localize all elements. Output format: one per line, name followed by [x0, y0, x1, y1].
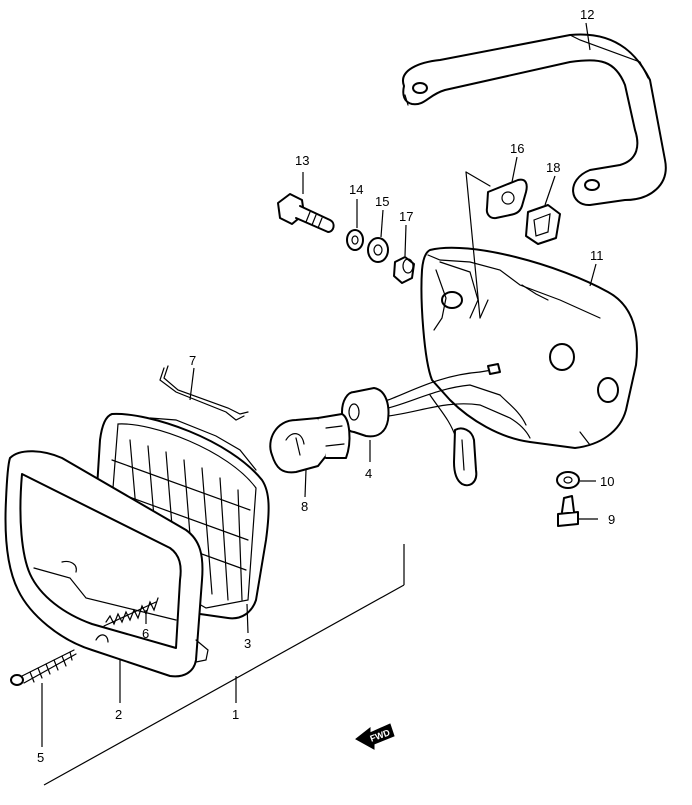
part-16-cushion: [485, 178, 528, 220]
part-11-housing: [420, 246, 638, 449]
part-5-screw: [10, 649, 77, 686]
callout-9: 9: [608, 512, 615, 527]
callout-13: 13: [295, 153, 309, 168]
callout-8: 8: [301, 499, 308, 514]
callout-17: 17: [399, 209, 413, 224]
callout-7: 7: [189, 353, 196, 368]
callout-4: 4: [365, 466, 372, 481]
part-12-bracket: [402, 33, 667, 207]
callout-11: 11: [590, 248, 604, 263]
part-6-spring: [103, 597, 159, 627]
callout-labels: 12 13 14 15 17 16 18 11 7 4 8 10 9 3 6 2…: [37, 7, 615, 765]
part-14-washer: [346, 229, 364, 251]
part-17-collar: [393, 256, 415, 284]
part-13-bolt: [277, 193, 335, 233]
callout-10: 10: [600, 474, 614, 489]
assembly-guide-lines: [465, 171, 491, 319]
part-2-rim: [4, 450, 209, 678]
callout-3: 3: [244, 636, 251, 651]
part-15-washer: [367, 237, 389, 263]
part-9-screw: [557, 495, 579, 527]
callout-12: 12: [580, 7, 594, 22]
part-18-nut-clip: [525, 204, 561, 245]
part-10-washer: [556, 471, 580, 489]
part-8-bulb: [269, 413, 351, 474]
callout-6: 6: [142, 626, 149, 641]
part-7-spring-clip: [159, 365, 249, 421]
callout-18: 18: [546, 160, 560, 175]
callout-16: 16: [510, 141, 524, 156]
leader-lines: [41, 22, 598, 786]
callout-15: 15: [375, 194, 389, 209]
callout-1: 1: [232, 707, 239, 722]
callout-14: 14: [349, 182, 363, 197]
callout-5: 5: [37, 750, 44, 765]
fwd-arrow-icon: FWD: [355, 723, 395, 750]
callout-2: 2: [115, 707, 122, 722]
